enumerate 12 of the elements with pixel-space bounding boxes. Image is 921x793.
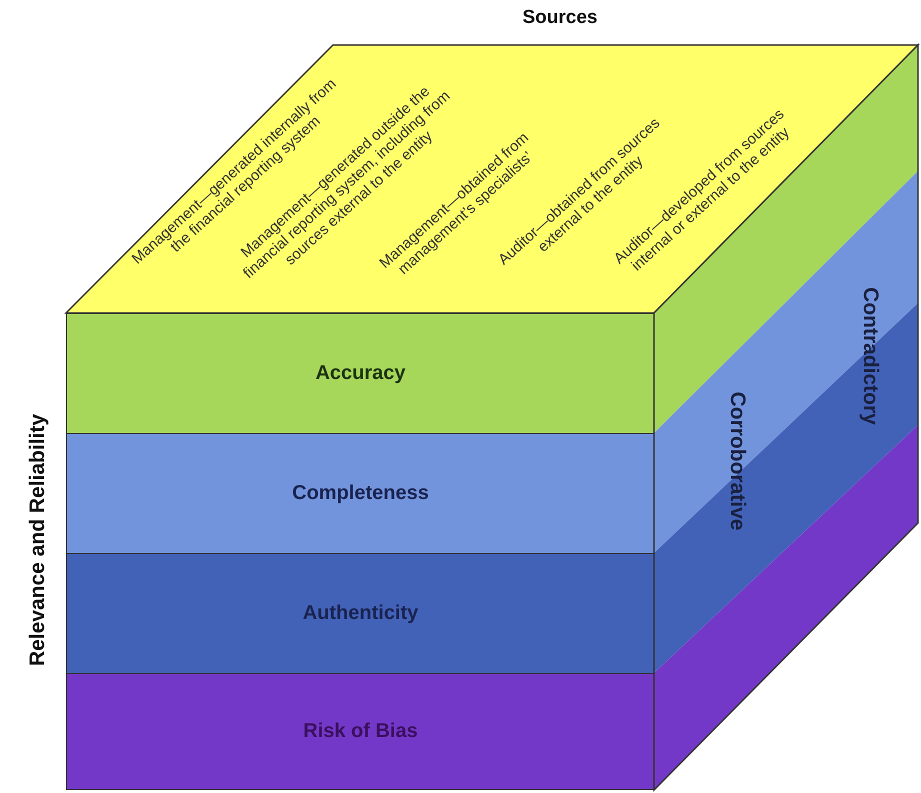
evidence-label: Corroborative (725, 392, 749, 530)
layer-label: Authenticity (302, 602, 418, 625)
axis-label: Sources (522, 7, 598, 29)
axis-label: Relevance and Reliability (26, 414, 50, 666)
layer-label: Accuracy (315, 362, 406, 385)
layer-band (66, 433, 655, 554)
layer-band (66, 673, 655, 790)
evidence-label: Contradictory (858, 287, 882, 425)
layer-label: Risk of Bias (303, 720, 418, 743)
layer-label: Completeness (292, 482, 429, 505)
layer-band (66, 313, 655, 434)
layer-band (66, 553, 655, 674)
